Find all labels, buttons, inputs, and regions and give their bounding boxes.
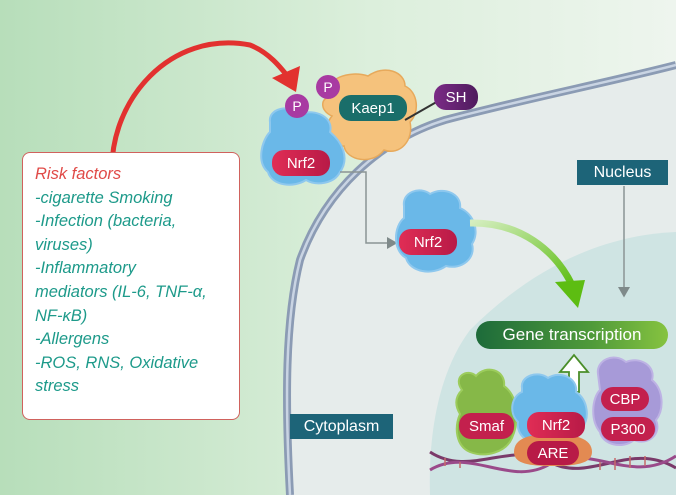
- are-label: ARE: [527, 441, 579, 465]
- risk-factor-line: NF-κB): [35, 306, 88, 325]
- cbp-label: CBP: [601, 387, 649, 411]
- smaf-label: Smaf: [459, 413, 514, 439]
- risk-factor-line: mediators (IL-6, TNF-α,: [35, 282, 207, 301]
- risk-factor-line: -Inflammatory: [35, 259, 136, 278]
- red-arrow: [109, 40, 294, 173]
- nrf2-label-top: Nrf2: [272, 150, 330, 176]
- risk-factors-box: Risk factors -cigarette Smoking -Infecti…: [22, 152, 240, 420]
- red-arrow-head: [272, 66, 300, 92]
- sh-label: SH: [434, 84, 478, 110]
- up-arrow-icon: [558, 353, 590, 393]
- green-arrow-head: [555, 280, 585, 308]
- grey-translocation-arrow: [340, 171, 398, 249]
- nrf2-label-middle: Nrf2: [399, 229, 457, 255]
- phosphate-label: P: [285, 94, 309, 118]
- green-arrow: [469, 219, 576, 287]
- dna-rungs: [444, 456, 646, 470]
- phosphate-label: P: [316, 75, 340, 99]
- risk-factor-line: -cigarette Smoking: [35, 188, 173, 207]
- nucleus-label: Nucleus: [577, 160, 668, 185]
- risk-factor-line: -Allergens: [35, 330, 110, 349]
- risk-factor-line: stress: [35, 377, 80, 396]
- risk-factor-line: -ROS, RNS, Oxidative: [35, 353, 199, 372]
- nrf2-label-bottom: Nrf2: [527, 412, 585, 438]
- kaep1-label: Kaep1: [339, 95, 407, 121]
- gene-transcription-label: Gene transcription: [476, 321, 668, 349]
- risk-factor-line: -Infection (bacteria,: [35, 212, 177, 231]
- risk-factor-line: viruses): [35, 235, 93, 254]
- sh-connector: [404, 99, 441, 121]
- cytoplasm-label: Cytoplasm: [290, 414, 393, 439]
- risk-factors-title: Risk factors: [35, 165, 122, 183]
- p300-label: P300: [601, 417, 655, 441]
